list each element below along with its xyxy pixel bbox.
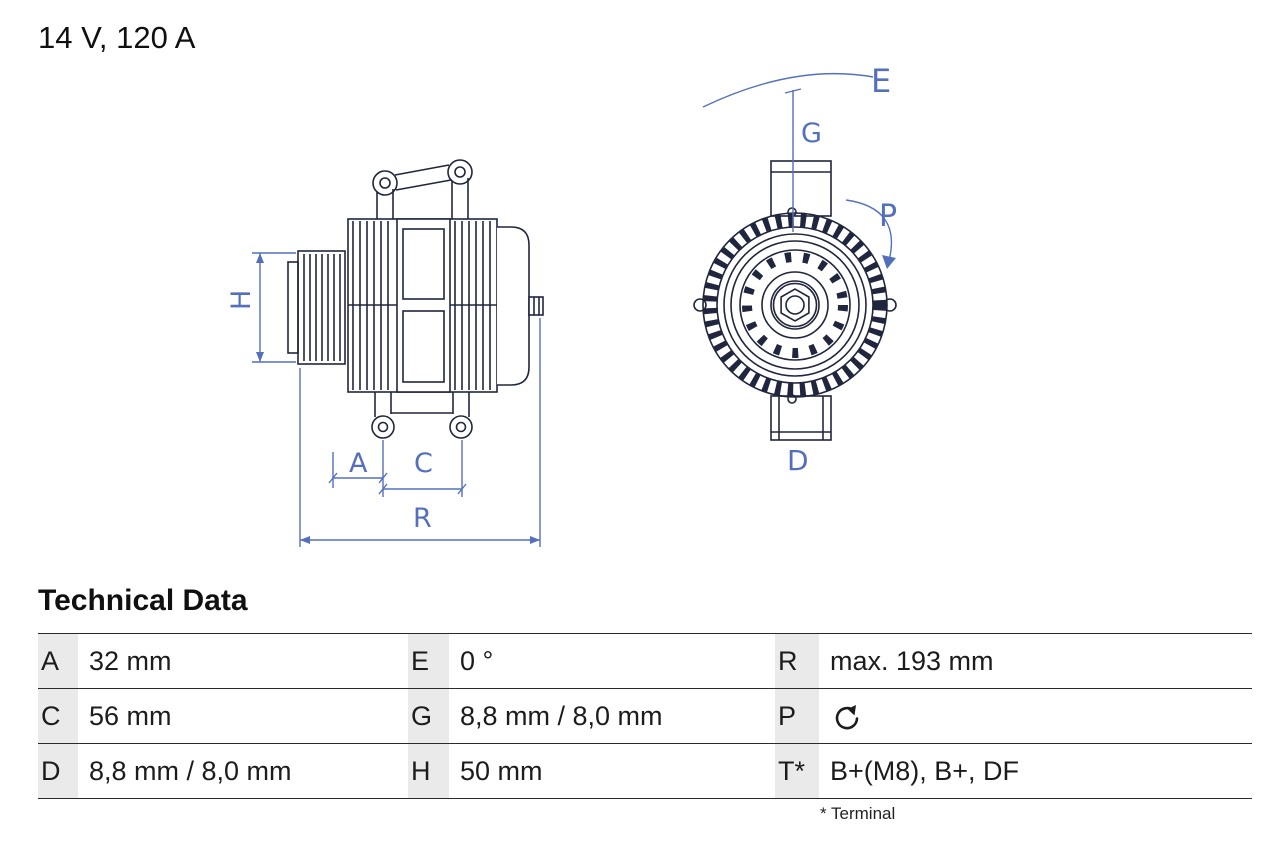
table-key-h: H xyxy=(408,744,449,798)
table-key-d: D xyxy=(38,744,78,798)
table-row: C 56 mm G 8,8 mm / 8,0 mm P xyxy=(38,689,1252,744)
table-value-c: 56 mm xyxy=(89,700,172,731)
alternator-technical-drawing: H A C R E G P D xyxy=(226,62,897,547)
table-key-a: A xyxy=(38,634,78,688)
dimension-label-e: E xyxy=(871,62,891,100)
table-row: A 32 mm E 0 ° R max. 193 mm xyxy=(38,634,1252,689)
table-value-a: 32 mm xyxy=(89,645,172,676)
technical-data-heading: Technical Data xyxy=(38,584,248,617)
dimension-label-c: C xyxy=(414,448,433,479)
table-key-r: R xyxy=(775,634,819,688)
terminal-footnote: * Terminal xyxy=(820,804,896,823)
table-value-d: 8,8 mm / 8,0 mm xyxy=(89,755,292,786)
front-view-dimension-lines xyxy=(702,72,893,262)
table-key-c: C xyxy=(38,689,78,743)
table-value-t: B+(M8), B+, DF xyxy=(830,755,1020,786)
table-value-r: max. 193 mm xyxy=(830,645,994,676)
page-title: 14 V, 120 A xyxy=(38,20,196,55)
front-view-dimension-arrows xyxy=(882,255,896,269)
table-key-e: E xyxy=(408,634,449,688)
table-value-h: 50 mm xyxy=(460,755,543,786)
table-value-e: 0 ° xyxy=(460,645,494,676)
table-key-t: T* xyxy=(775,744,819,798)
dimension-label-a: A xyxy=(349,448,368,479)
table-key-g: G xyxy=(408,689,449,743)
side-view-dimension-arrows xyxy=(256,253,540,544)
table-row: D 8,8 mm / 8,0 mm H 50 mm T* B+(M8), B+,… xyxy=(38,744,1252,799)
technical-data-table: A 32 mm E 0 ° R max. 193 mm C 56 mm G 8,… xyxy=(38,633,1252,799)
alternator-side-view xyxy=(287,159,544,439)
table-value-g: 8,8 mm / 8,0 mm xyxy=(460,700,663,731)
dimension-label-g: G xyxy=(801,118,822,149)
alternator-front-view xyxy=(693,160,897,441)
rotation-direction-icon xyxy=(835,705,859,730)
dimension-label-p: P xyxy=(879,199,897,234)
dimension-label-d: D xyxy=(787,444,809,477)
table-value-p xyxy=(819,689,1252,743)
table-key-p: P xyxy=(775,689,819,743)
dimension-label-r: R xyxy=(413,503,432,534)
side-view-dimension-lines xyxy=(252,252,541,547)
dimension-label-h: H xyxy=(226,290,257,310)
